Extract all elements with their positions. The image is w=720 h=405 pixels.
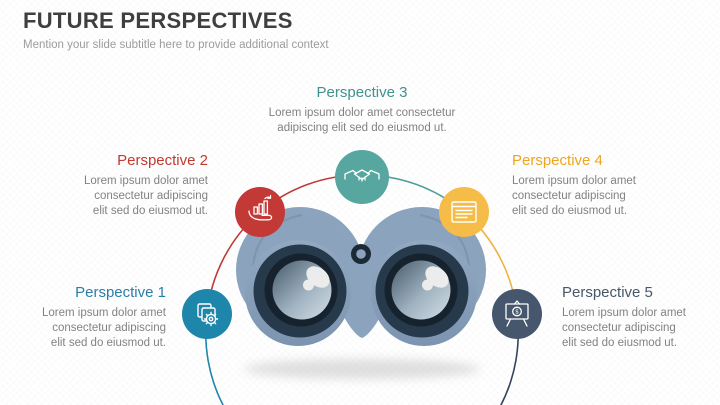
perspective-4-description-line: elit sed do eiusmod ut. <box>512 205 628 217</box>
perspective-2-label: Perspective 2 <box>117 152 208 169</box>
perspective-1-description-line: consectetur adipiscing <box>52 322 166 334</box>
center-bridge <box>336 246 388 338</box>
perspective-1-block: Perspective 1 Lorem ipsum dolor amet con… <box>16 284 166 351</box>
perspective-4-label: Perspective 4 <box>512 152 603 169</box>
coin-dollar-glyph: $ <box>515 309 519 316</box>
perspective-5-node: $ <box>492 289 542 339</box>
perspective-2-description-line: elit sed do eiusmod ut. <box>92 205 208 217</box>
perspective-3-node <box>335 150 389 204</box>
presentation-board-dollar-icon: $ <box>505 300 529 327</box>
hinge-center <box>356 249 366 259</box>
hand-growth-chart-icon <box>248 194 273 221</box>
slide-header: FUTURE PERSPECTIVES Mention your slide s… <box>23 8 623 51</box>
perspective-4-block: Perspective 4 Lorem ipsum dolor amet con… <box>512 152 676 219</box>
perspective-4-description-line: Lorem ipsum dolor amet <box>512 175 636 187</box>
perspective-4-node <box>439 187 489 237</box>
perspective-2-node <box>235 187 285 237</box>
binoculars-shadow <box>244 359 480 379</box>
stacked-documents-gear-icon <box>197 303 219 327</box>
perspective-5-description-line: Lorem ipsum dolor amet <box>562 307 686 319</box>
perspective-nodes: $ <box>182 150 542 339</box>
document-lines-icon <box>451 201 477 223</box>
binoculars-illustration <box>236 207 486 379</box>
perspective-3-description-line: adipiscing elit sed do eiusmod ut. <box>277 122 447 134</box>
perspective-5-description-line: elit sed do eiusmod ut. <box>562 337 678 349</box>
perspective-4-description-line: consectetur adipiscing <box>512 190 626 202</box>
perspective-3-description-line: Lorem ipsum dolor amet consectetur <box>268 107 456 119</box>
handshake-icon <box>344 169 380 182</box>
perspective-1-description-line: Lorem ipsum dolor amet <box>42 307 166 319</box>
perspective-3-block: Perspective 3 Lorem ipsum dolor amet con… <box>234 84 490 136</box>
perspective-1-label: Perspective 1 <box>75 284 166 301</box>
left-lens-highlight <box>303 266 330 291</box>
perspective-3-label: Perspective 3 <box>316 84 408 101</box>
perspective-5-label: Perspective 5 <box>562 284 653 301</box>
perspective-5-block: Perspective 5 Lorem ipsum dolor amet con… <box>562 284 720 351</box>
perspective-1-node <box>182 289 232 339</box>
perspective-2-description-line: Lorem ipsum dolor amet <box>84 175 208 187</box>
slide-title: FUTURE PERSPECTIVES <box>23 8 293 33</box>
perspective-2-description-line: consectetur adipiscing <box>94 190 208 202</box>
slide-subtitle: Mention your slide subtitle here to prov… <box>23 39 329 51</box>
right-lens-highlight <box>422 266 449 291</box>
perspective-5-description-line: consectetur adipiscing <box>562 322 676 334</box>
perspective-2-block: Perspective 2 Lorem ipsum dolor amet con… <box>58 152 208 219</box>
perspective-1-description-line: elit sed do eiusmod ut. <box>50 337 166 349</box>
